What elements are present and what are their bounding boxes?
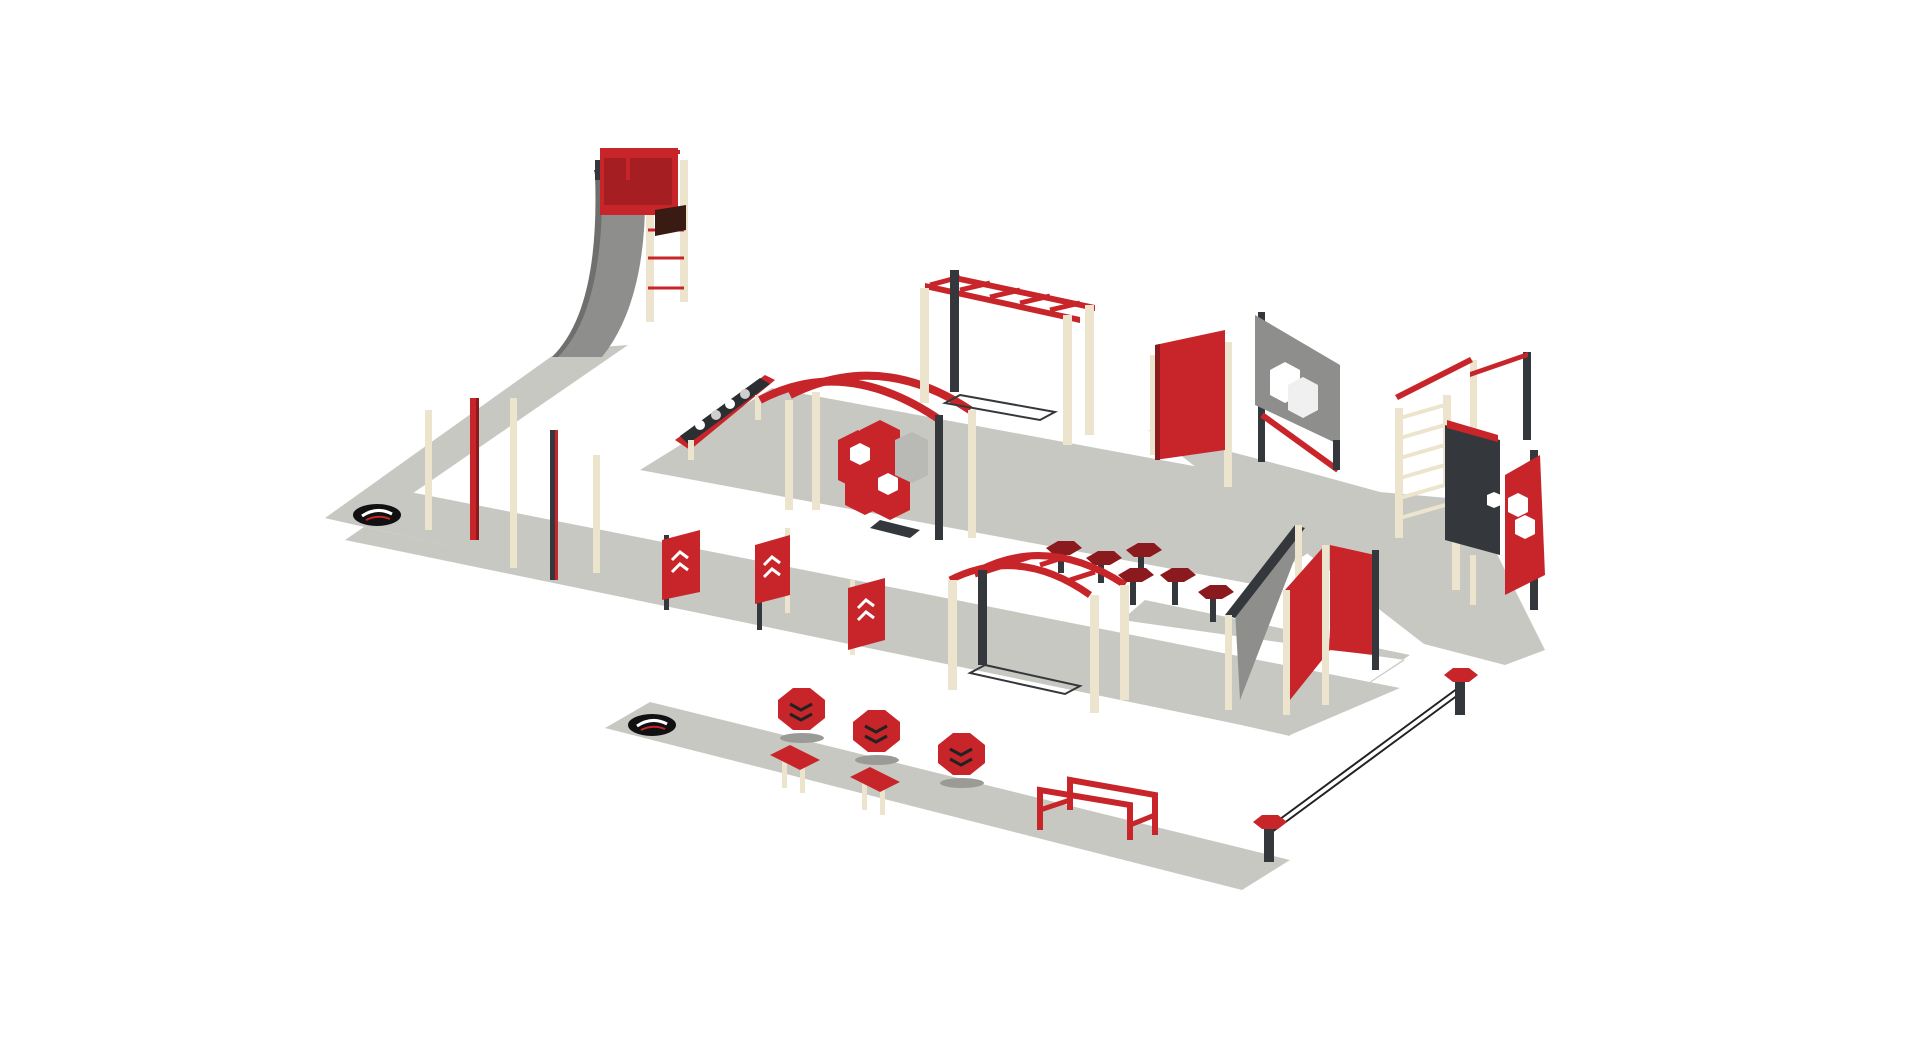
floor-marker-bottom [628, 714, 676, 736]
slackline-post-left [1253, 815, 1287, 862]
hex-climbing-panels [838, 420, 928, 520]
quarter-pipe-ramp [552, 148, 688, 357]
slalom-poles [425, 398, 600, 580]
stump-3 [1126, 543, 1162, 580]
floor-marker-left [353, 504, 401, 526]
stump-5 [1160, 568, 1196, 605]
chevron-panel-2 [755, 528, 790, 630]
monkey-bars-upper [920, 270, 1095, 445]
chevron-panel-1 [662, 530, 700, 610]
stump-4 [1118, 568, 1154, 605]
chevron-panels [662, 528, 885, 655]
path-ramp-run [325, 356, 602, 518]
arched-hex-climbing-frame [758, 371, 976, 540]
octagon-block-3 [938, 733, 985, 788]
hex-stepping-board [675, 375, 775, 460]
step-signs [770, 745, 900, 815]
path-bottom-strip [605, 702, 1290, 890]
monkey-bars-lower [948, 552, 1129, 713]
slackline-post-right [1444, 668, 1478, 715]
chevron-panel-3 [848, 578, 885, 655]
path-right-side [1148, 430, 1545, 665]
octagon-block-1 [778, 688, 825, 743]
octagon-block-2 [853, 710, 900, 765]
step-sign-1 [770, 745, 820, 793]
step-sign-2 [850, 767, 900, 815]
slackline [1253, 668, 1478, 862]
slope-and-red-walls [1225, 525, 1379, 715]
low-parallel-bars [1037, 776, 1158, 840]
red-climbing-wall [1150, 330, 1232, 487]
chevron-octagon-blocks [778, 688, 985, 788]
stump-6 [1198, 585, 1234, 622]
path-inner-upper [640, 388, 1388, 585]
right-hex-wall [1445, 420, 1545, 610]
grey-hex-wall [1255, 312, 1340, 473]
